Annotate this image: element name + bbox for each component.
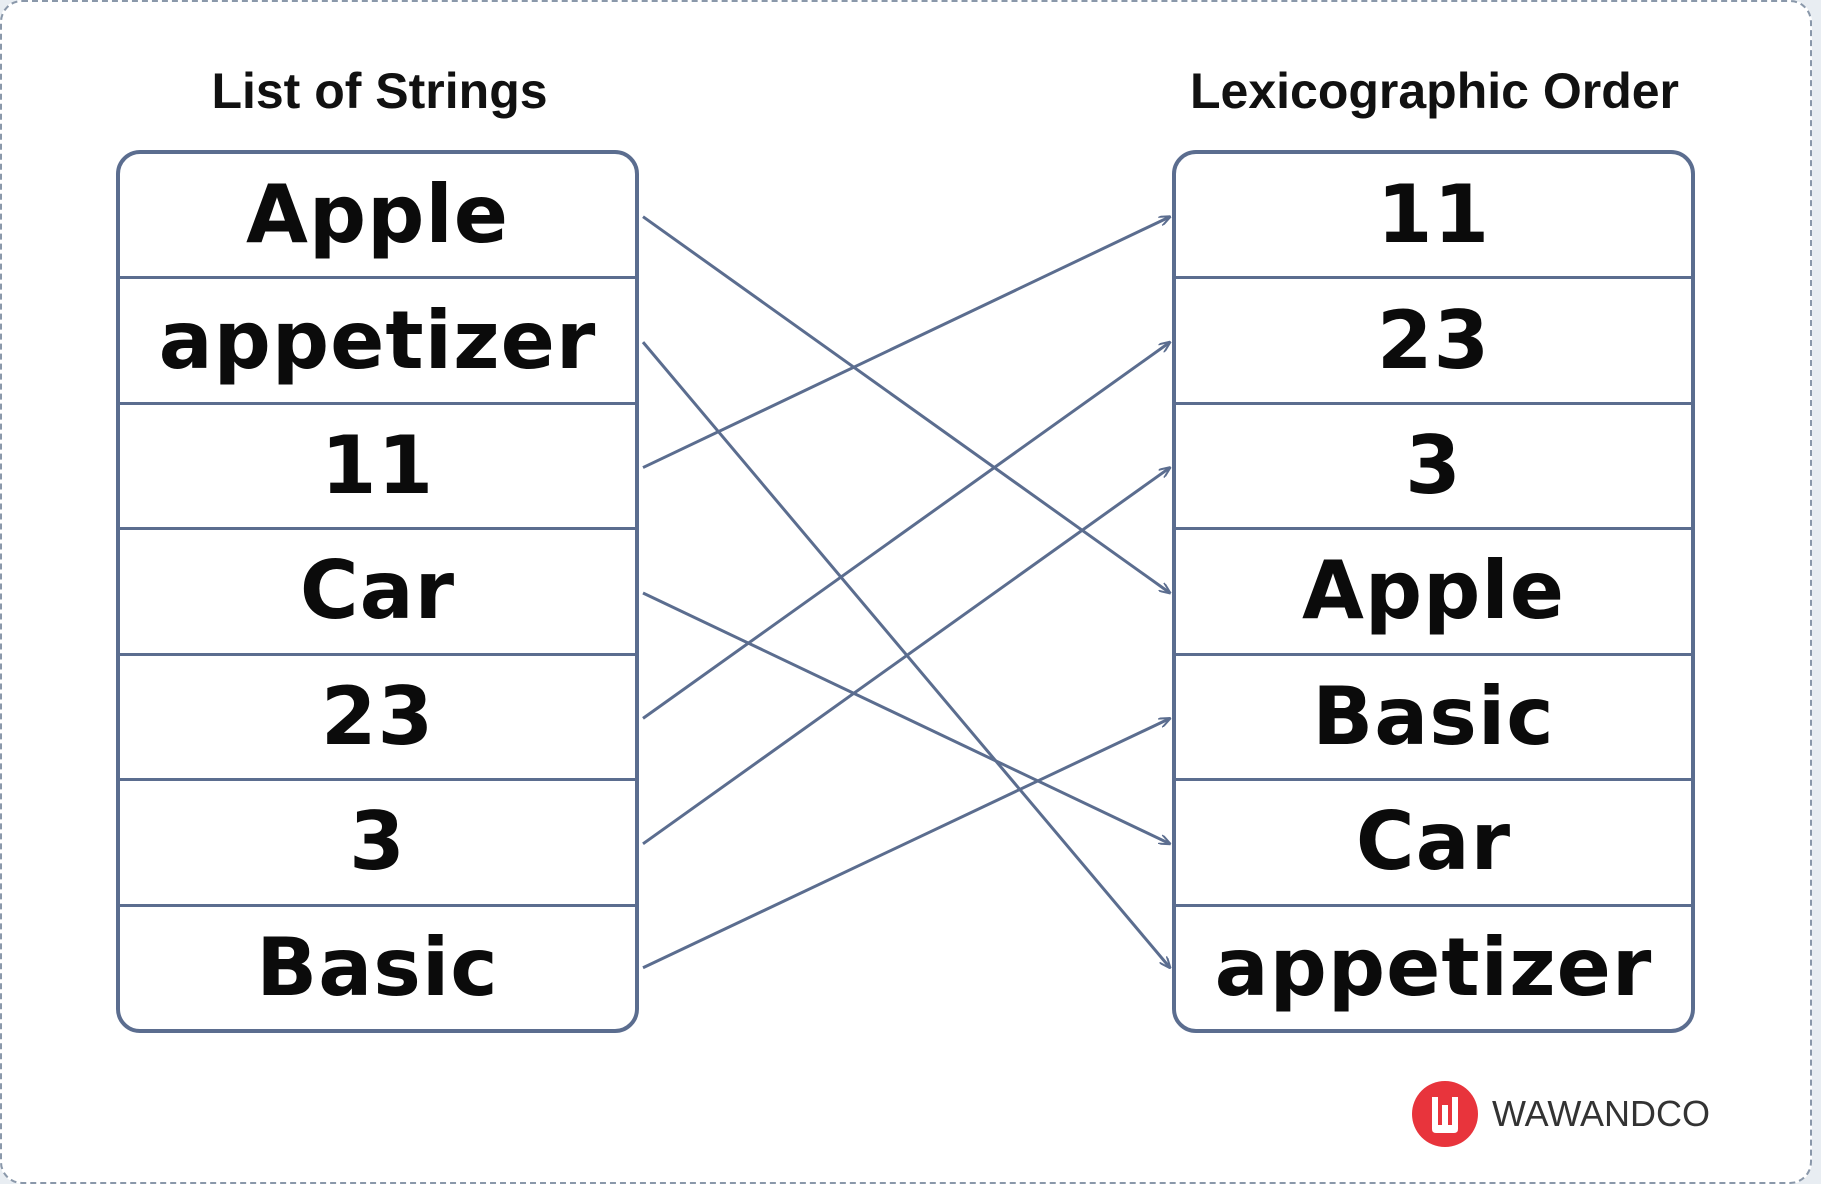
left-list-item: 3 — [120, 781, 635, 907]
right-list-item: Car — [1176, 781, 1691, 907]
right-list-item: 11 — [1176, 154, 1691, 280]
right-list-item: 3 — [1176, 405, 1691, 531]
left-list-title: List of Strings — [211, 63, 548, 119]
right-list-item: Apple — [1176, 530, 1691, 656]
right-list-box: 11 23 3 Apple Basic Car appetizer — [1172, 150, 1695, 1033]
left-list-item: 11 — [120, 405, 635, 531]
right-list-title: Lexicographic Order — [1189, 63, 1680, 119]
left-list-item: Basic — [256, 920, 499, 1014]
left-list-item: Apple — [120, 154, 635, 280]
left-list-item: 23 — [120, 656, 635, 782]
wawandco-logo-icon — [1412, 1081, 1478, 1147]
wawandco-logo: WAWANDCO — [1410, 1078, 1710, 1150]
left-list-item: Car — [120, 530, 635, 656]
right-list-item: appetizer — [1214, 920, 1653, 1014]
left-list-box: Apple appetizer 11 Car 23 3 Basic — [116, 150, 639, 1033]
right-list-item: 23 — [1176, 279, 1691, 405]
left-list-item: appetizer — [120, 279, 635, 405]
right-list-item: Basic — [1176, 656, 1691, 782]
logo-text: WAWANDCO — [1492, 1093, 1710, 1134]
